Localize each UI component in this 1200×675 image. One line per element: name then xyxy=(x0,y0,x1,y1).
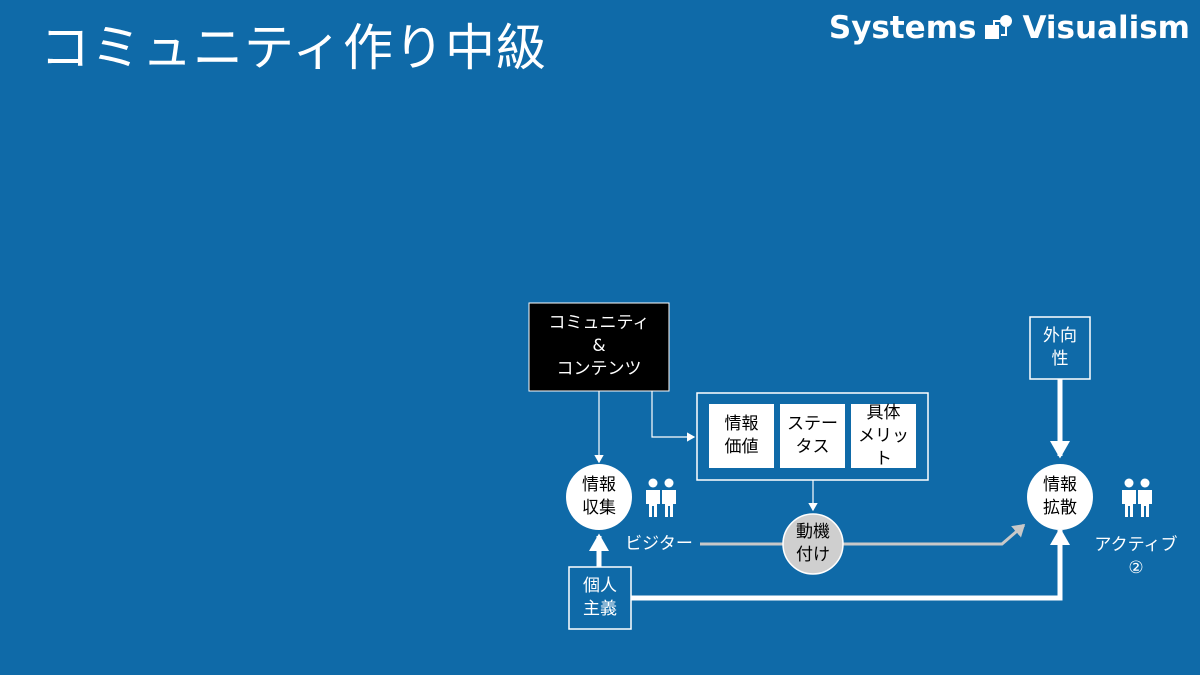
concrete-merit-box: 具体 メリット xyxy=(851,402,916,469)
individualism-label: 個人 主義 xyxy=(569,575,631,621)
info-value-box: 情報 価値 xyxy=(709,404,774,468)
info-gathering-line2: 収集 xyxy=(582,498,616,518)
info-value-line1: 情報 xyxy=(724,414,759,434)
individualism-line2: 主義 xyxy=(583,599,617,619)
motivation-node xyxy=(782,513,844,575)
extroversion-line2: 性 xyxy=(1051,349,1069,369)
community-contents-box xyxy=(528,302,670,392)
arrow-community-to-group xyxy=(651,391,696,442)
community-label-line2: & xyxy=(592,336,606,356)
motivation-line2: 付け xyxy=(796,545,830,565)
community-label-line1: コミュニティ xyxy=(548,313,650,333)
concrete-merit-line2: メリット xyxy=(858,425,909,469)
info-gathering-line1: 情報 xyxy=(582,475,616,495)
visitor-label: ビジター xyxy=(625,534,693,554)
people-icon-visitor xyxy=(646,478,676,517)
community-label-line3: コンテンツ xyxy=(556,359,642,379)
logo-word-left: Systems xyxy=(828,10,977,46)
status-line2: タス xyxy=(795,437,830,457)
arrow-individualism-to-spreading xyxy=(631,527,1070,601)
slide-title: コミュニティ作り中級 xyxy=(40,19,547,77)
active-label: アクティブ ② xyxy=(1093,534,1179,580)
motivation-line1: 動機 xyxy=(796,522,830,542)
visitor-flow-line-right xyxy=(842,523,1026,546)
info-spreading-node xyxy=(1027,464,1093,530)
brand-logo: Systems Visualism xyxy=(829,8,1190,48)
info-gathering-node xyxy=(566,464,632,530)
info-spreading-line1: 情報 xyxy=(1043,475,1077,495)
extroversion-line1: 外向 xyxy=(1043,326,1077,346)
info-spreading-line2: 拡散 xyxy=(1043,498,1077,518)
motivation-label: 動機 付け xyxy=(783,521,843,567)
community-contents-label: コミュニティ & コンテンツ xyxy=(529,312,669,381)
concrete-merit-line1: 具体 xyxy=(866,402,901,423)
individualism-line1: 個人 xyxy=(583,576,617,596)
people-icon-active xyxy=(1122,478,1152,517)
logo-mark-icon xyxy=(985,15,1013,39)
active-label-line1: アクティブ xyxy=(1094,535,1178,555)
status-line1: ステー xyxy=(787,414,838,434)
logo-word-right: Visualism xyxy=(1022,10,1190,46)
extroversion-label: 外向 性 xyxy=(1030,325,1090,371)
status-box: ステー タス xyxy=(780,404,845,468)
info-value-line2: 価値 xyxy=(724,437,759,457)
info-spreading-label: 情報 拡散 xyxy=(1027,474,1093,520)
info-gathering-label: 情報 収集 xyxy=(566,474,632,520)
active-label-line2: ② xyxy=(1128,558,1144,578)
